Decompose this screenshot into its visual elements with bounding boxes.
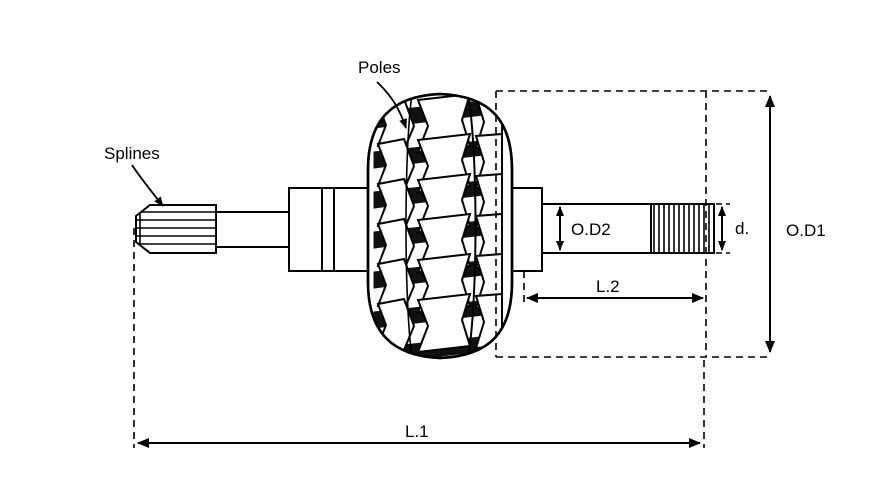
left-collar-1 [288, 187, 323, 272]
poles-leader [376, 81, 407, 129]
pole-fingers [373, 94, 503, 358]
left-shaft [215, 211, 290, 248]
spline-shaft [135, 204, 217, 254]
label-l1: L.1 [405, 422, 429, 441]
label-od1: O.D1 [786, 221, 826, 240]
label-d: d. [735, 219, 749, 238]
splines-leader [131, 164, 164, 207]
label-l2: L.2 [596, 277, 620, 296]
spline-teeth [136, 205, 215, 253]
thread-hatching [653, 204, 710, 253]
pole-body [366, 92, 514, 360]
label-poles: Poles [358, 58, 401, 77]
pole-body-outline-top [366, 92, 514, 360]
left-collar-2 [321, 187, 335, 272]
label-splines: Splines [104, 144, 160, 163]
dimension-lines [131, 81, 775, 448]
label-od2: O.D2 [571, 220, 611, 239]
